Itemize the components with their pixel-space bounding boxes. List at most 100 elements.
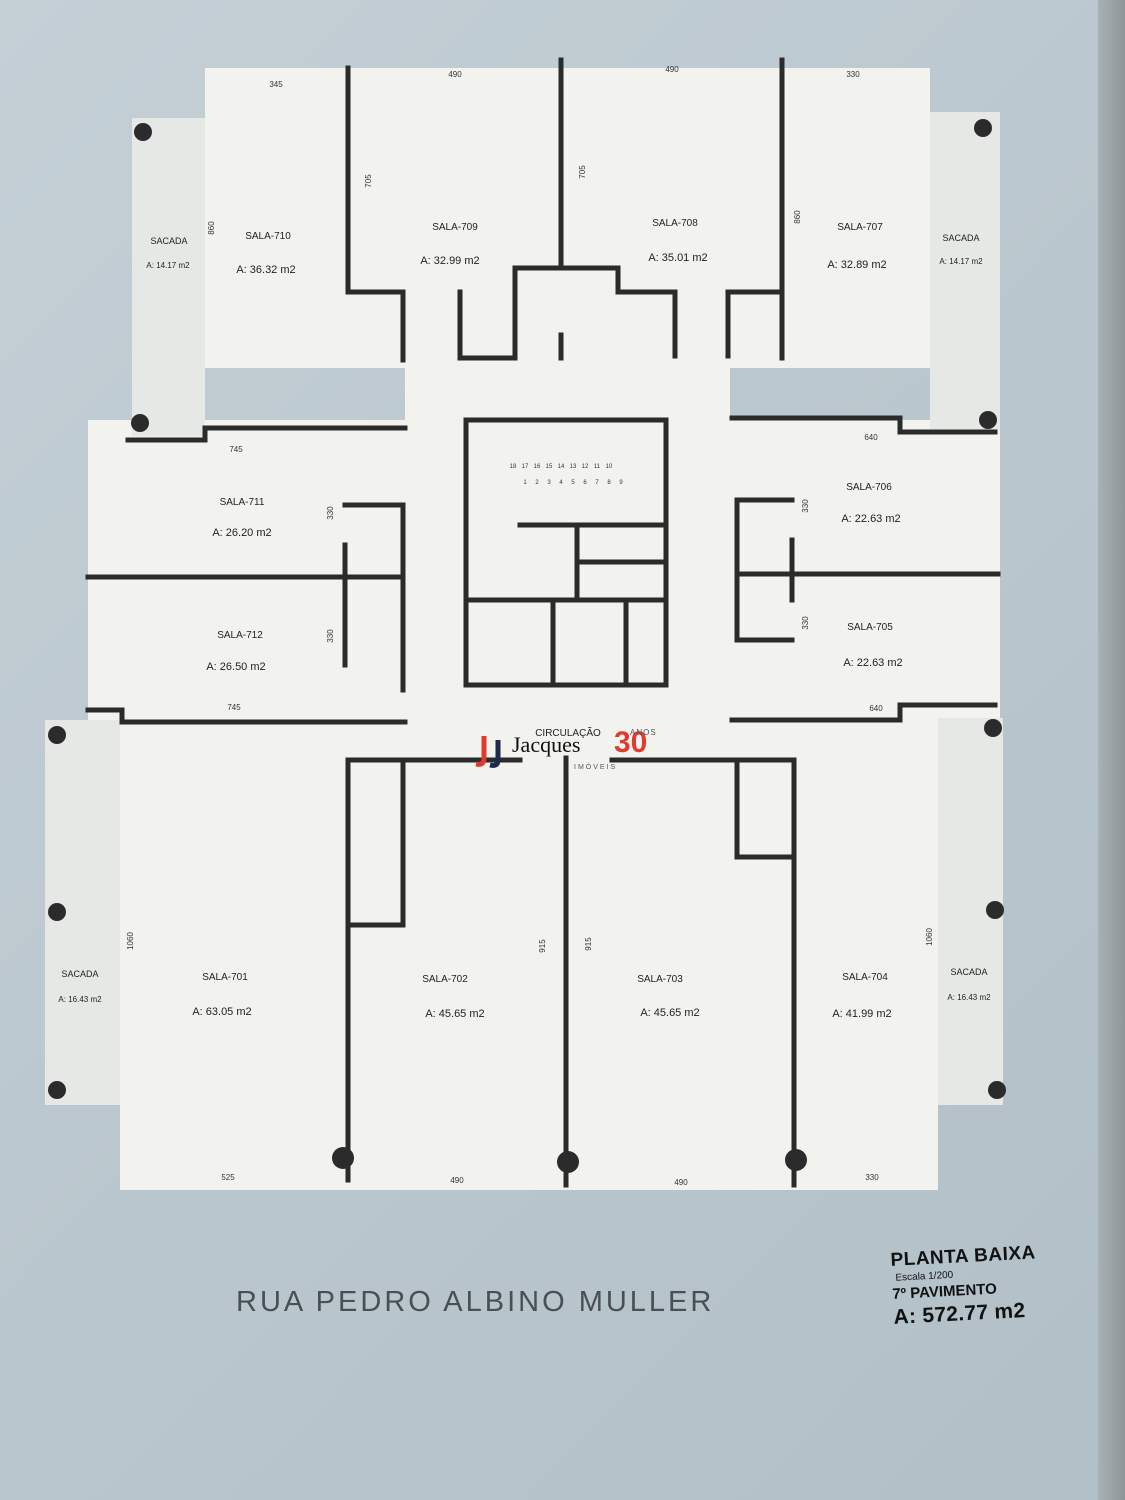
balcony-sw-area: A: 16.43 m2 (58, 995, 102, 1004)
stair-number-top: 13 (570, 464, 577, 470)
room-707-label: SALA-707 (837, 222, 883, 233)
room-710-area: A: 36.32 m2 (236, 264, 295, 276)
dim-d-712: 330 (326, 629, 335, 643)
floor-plan: SALA-710 A: 36.32 m2 SALA-709 A: 32.99 m… (45, 57, 1006, 1190)
logo-years: 30 (614, 726, 648, 759)
dim-side-707: 860 (793, 210, 802, 224)
stair-number-bottom: 9 (619, 480, 623, 486)
balcony-labels: SACADA A: 14.17 m2 SACADA A: 14.17 m2 SA… (58, 233, 991, 1004)
balcony-se-label: SACADA (950, 967, 987, 977)
room-704-label: SALA-704 (842, 972, 888, 983)
stair-number-top: 18 (510, 464, 517, 470)
walls (85, 57, 1001, 1188)
balcony-ne-label: SACADA (942, 233, 979, 243)
floor-bottom-block (120, 720, 938, 1190)
wall-712-bottom (85, 707, 408, 725)
balcony-se-area: A: 16.43 m2 (947, 993, 991, 1002)
column-sw-mid (48, 903, 66, 921)
column-bottom-704 (785, 1149, 807, 1171)
dim-w-705: 640 (869, 704, 883, 713)
stair-number-top: 12 (582, 464, 589, 470)
room-708-label: SALA-708 (652, 218, 698, 229)
column-sw-top (48, 726, 66, 744)
column-ne-bottom (979, 411, 997, 429)
room-711-area: A: 26.20 m2 (212, 527, 271, 539)
room-710-label: SALA-710 (245, 231, 291, 242)
company-logo: Jacques 30 ANOS IMÓVEIS (474, 724, 664, 780)
logo-j-mark-icon (475, 736, 501, 768)
wall-core-inner (463, 522, 669, 688)
room-709-label: SALA-709 (432, 222, 478, 233)
floor-areas (88, 68, 1000, 1190)
dim-side-710: 860 (207, 221, 216, 235)
room-705-label: SALA-705 (847, 622, 893, 633)
dimensions: 345 490 490 330 860 705 705 860 745 745 … (126, 65, 934, 1187)
dim-side-702: 915 (538, 939, 547, 953)
circulation-label: CIRCULAÇÃO (535, 726, 601, 739)
stair-number-bottom: 6 (583, 480, 587, 486)
room-712-label: SALA-712 (217, 630, 263, 641)
stair-number-bottom: 8 (607, 480, 611, 486)
dim-bot-702: 490 (450, 1176, 464, 1185)
stair-number-top: 14 (558, 464, 565, 470)
logo-anos: ANOS (630, 728, 657, 737)
wall-708-right (558, 265, 678, 359)
dim-side-708: 705 (578, 165, 587, 179)
dim-bot-701: 525 (221, 1173, 235, 1182)
wall-711-top (125, 425, 408, 443)
wall-706-bath (734, 497, 795, 643)
columns (48, 119, 1006, 1173)
balcony-sw-label: SACADA (61, 969, 98, 979)
stair-number-top: 17 (522, 464, 529, 470)
dim-side-701: 1060 (126, 932, 135, 950)
dim-d-705: 330 (801, 616, 810, 630)
dim-bot-703: 490 (674, 1178, 688, 1187)
room-705-area: A: 22.63 m2 (843, 657, 902, 669)
dim-w-706: 640 (864, 433, 878, 442)
dim-d-706: 330 (801, 499, 810, 513)
dim-side-703: 915 (584, 937, 593, 951)
column-se-top (984, 719, 1002, 737)
room-703-label: SALA-703 (637, 974, 683, 985)
dim-side-704: 1060 (925, 928, 934, 946)
wall-707-left (725, 57, 785, 361)
room-702-label: SALA-702 (422, 974, 468, 985)
plan-total-area: A: 572.77 m2 (892, 1299, 1026, 1329)
room-704-area: A: 41.99 m2 (832, 1008, 891, 1020)
dim-top-708: 490 (665, 65, 679, 74)
balcony-nw (132, 118, 205, 436)
floor-top-block (205, 68, 930, 368)
column-bottom-702 (332, 1147, 354, 1169)
room-701-label: SALA-701 (202, 972, 248, 983)
sheet-edge (1098, 0, 1125, 1500)
wall-709-left (345, 65, 406, 363)
wall-711-bath (342, 502, 406, 693)
logo-brand: Jacques (512, 732, 581, 757)
column-sw-bottom (48, 1081, 66, 1099)
dim-w-711: 745 (229, 445, 243, 454)
balcony-ne (930, 112, 1000, 430)
balcony-nw-label: SACADA (150, 236, 187, 246)
room-709-area: A: 32.99 m2 (420, 255, 479, 267)
wall-core-outer (463, 417, 669, 688)
wall-703-704 (609, 757, 797, 1188)
stair-number-bottom: 5 (571, 480, 575, 486)
dim-bot-704: 330 (865, 1173, 879, 1182)
title-block: PLANTA BAIXA Escala 1/200 7º PAVIMENTO A… (890, 1242, 1039, 1329)
floor-core (405, 360, 730, 770)
room-711-label: SALA-711 (220, 497, 265, 508)
stair-number-bottom: 3 (547, 480, 551, 486)
room-703-area: A: 45.65 m2 (640, 1007, 699, 1019)
wall-709-708 (457, 57, 564, 361)
balconies (45, 112, 1003, 1105)
dim-top-707: 330 (846, 70, 860, 79)
stair-number-bottom: 1 (523, 480, 527, 486)
wall-705-bottom (729, 702, 998, 723)
stair-number-top: 10 (606, 464, 613, 470)
stair-number-top: 11 (594, 464, 601, 470)
stair-number-bottom: 4 (559, 480, 563, 486)
room-706-area: A: 22.63 m2 (841, 513, 900, 525)
column-se-bottom (988, 1081, 1006, 1099)
room-708-area: A: 35.01 m2 (648, 252, 707, 264)
